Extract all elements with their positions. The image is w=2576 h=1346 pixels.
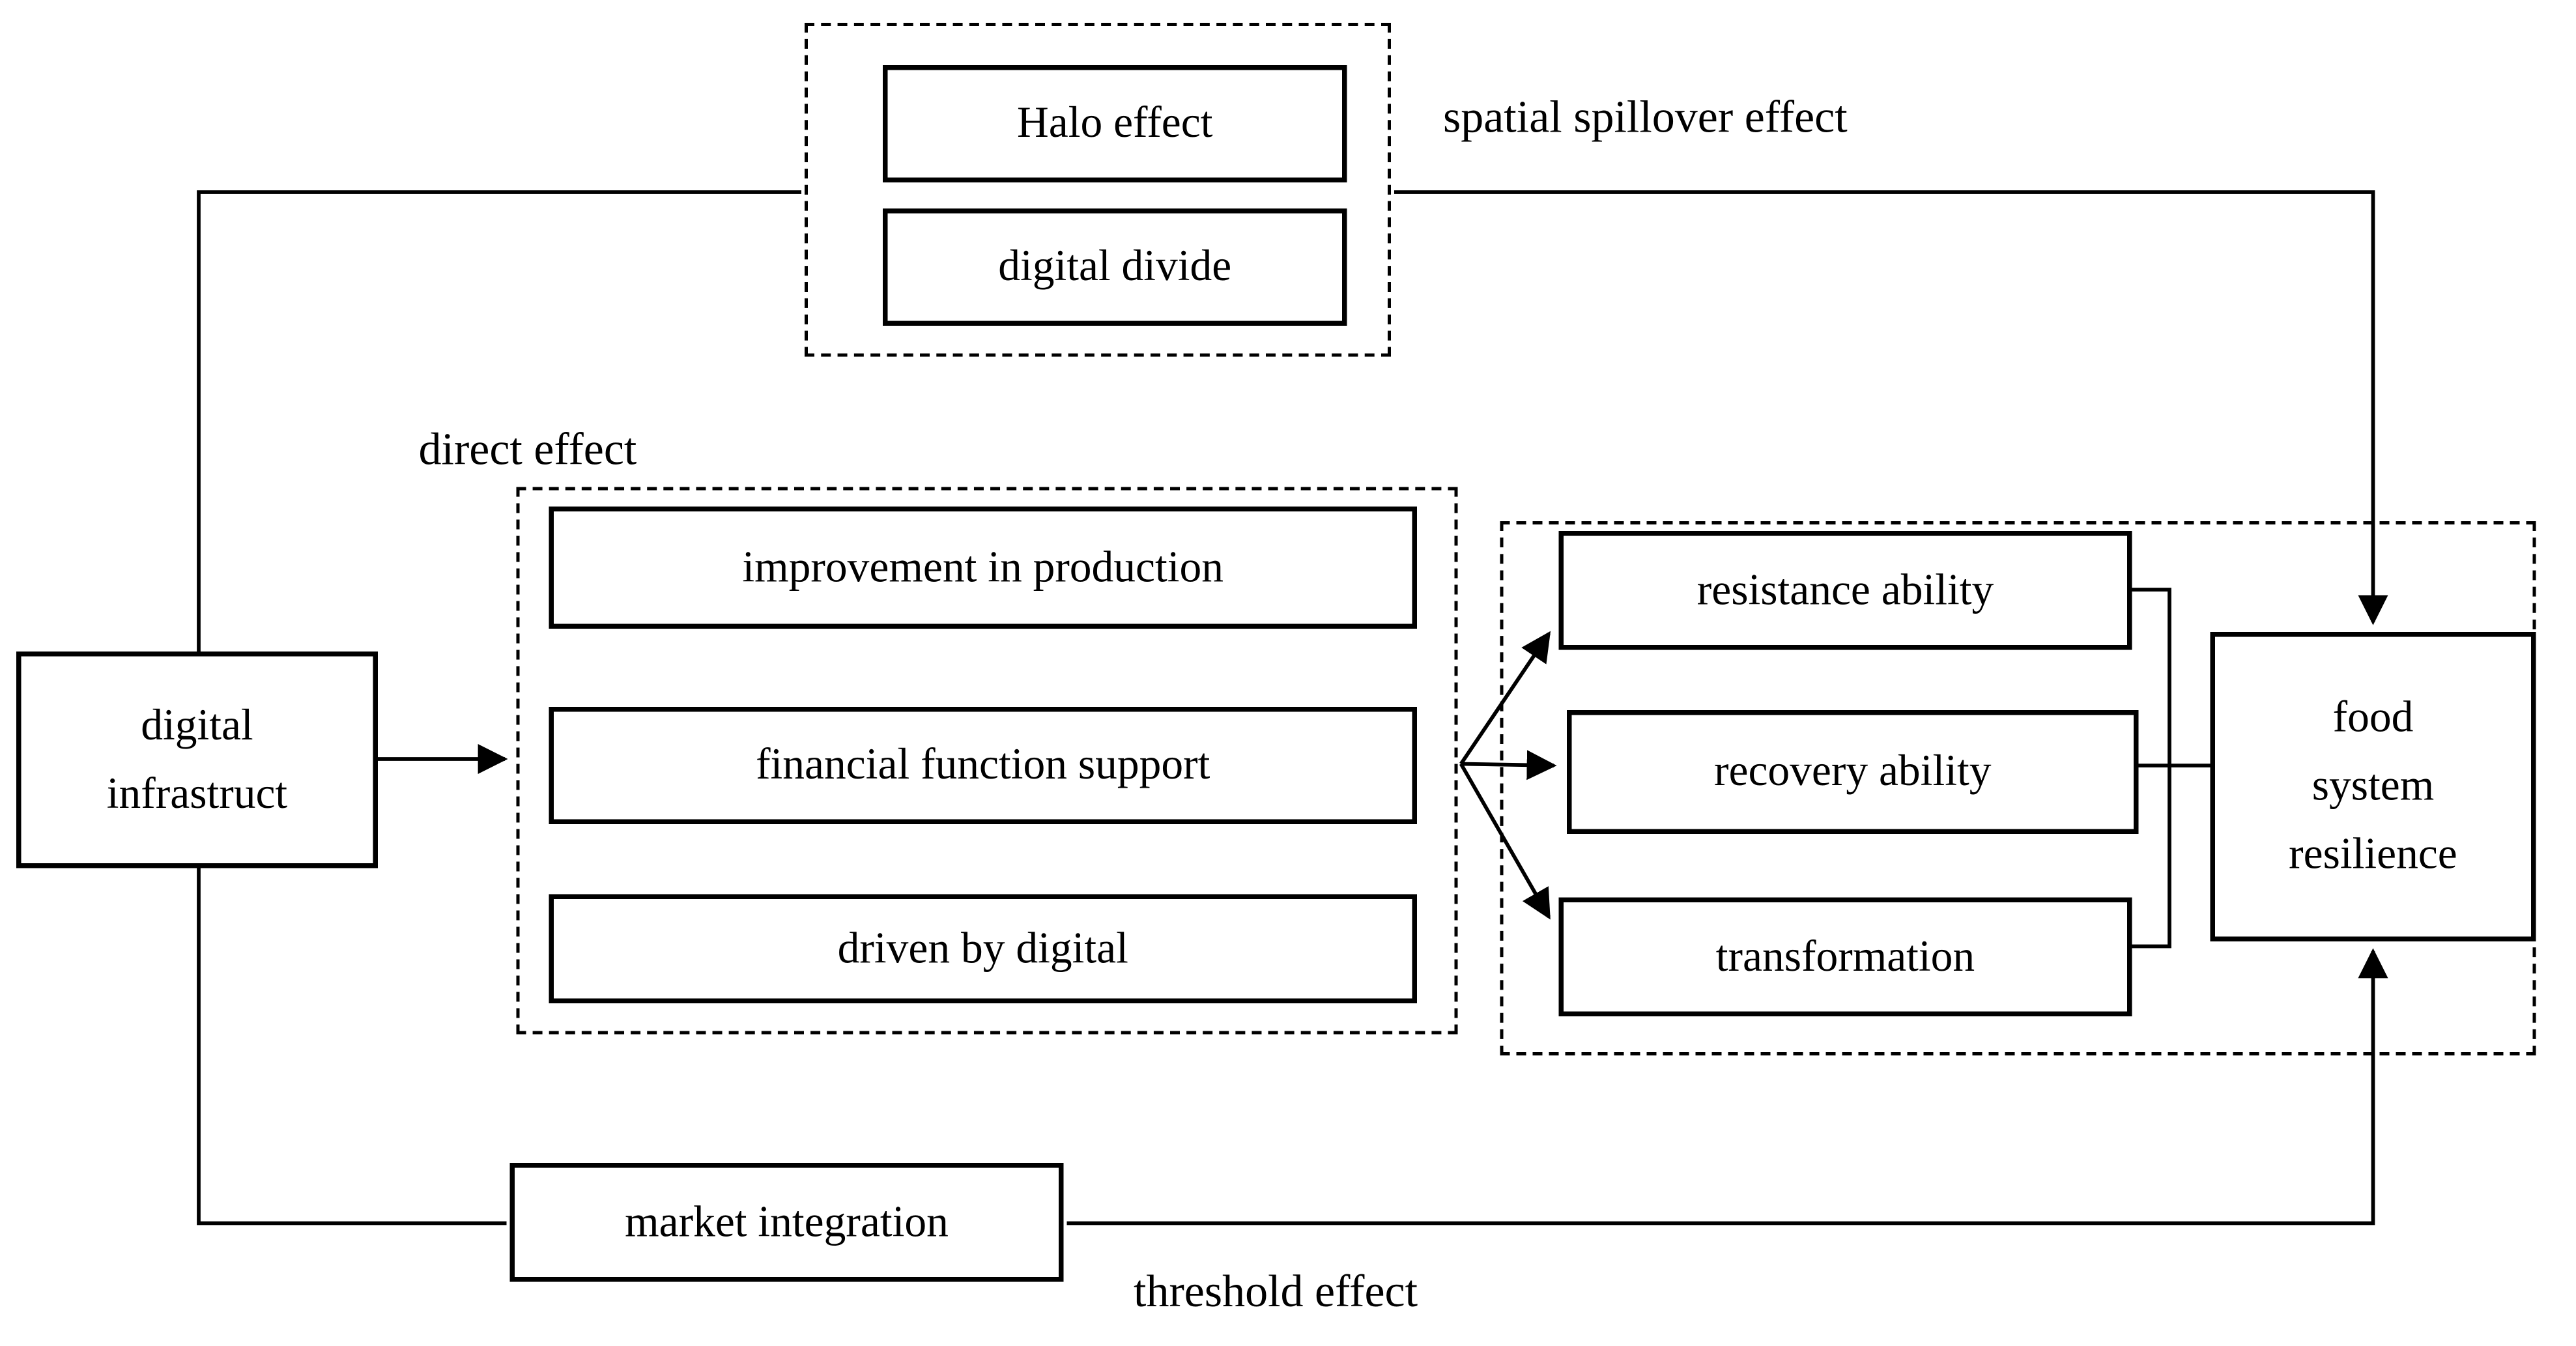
node-food-system-resilience: food system resilience [2210,632,2536,941]
label-direct-effect: direct effect [418,425,637,476]
node-market-integration: market integration [509,1163,1064,1282]
label-threshold-effect: threshold effect [1134,1267,1418,1318]
node-digital-divide: digital divide [883,208,1347,326]
node-recovery-ability: recovery ability [1567,710,2139,834]
edge-fan-to-transformation [1459,763,1551,920]
node-resistance-ability: resistance ability [1558,531,2132,650]
label-spatial-spillover-effect: spatial spillover effect [1443,93,1848,144]
edge-spillover-to-food-top [1394,190,2388,625]
node-digital-infrastructure: digital infrastruct [16,652,378,868]
edge-fan-to-resistance [1459,631,1551,766]
edge-market-to-food-bottom [1066,948,2388,1225]
node-halo-effect: Halo effect [883,65,1347,182]
edge-digital-to-market [197,868,507,1225]
node-improvement-in-production: improvement in production [549,506,1417,629]
edge-abilities-bracket [2132,588,2171,949]
node-driven-by-digital: driven by digital [549,894,1417,1003]
edge-digital-to-spillover-group [197,190,801,652]
edge-fan-to-recovery [1461,750,1557,780]
node-financial-function-support: financial function support [549,707,1417,824]
node-transformation: transformation [1558,897,2132,1016]
